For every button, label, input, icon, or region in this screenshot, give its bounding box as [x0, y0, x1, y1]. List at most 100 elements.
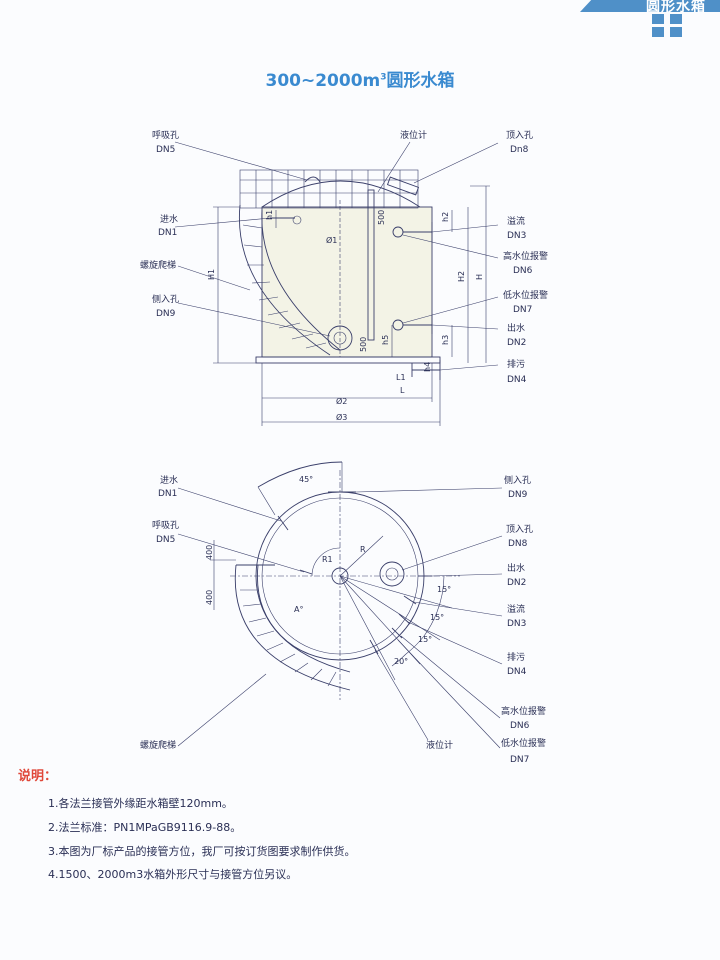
- label-low-alarm-dn: DN7: [513, 305, 532, 315]
- elevation-view: 呼吸孔 DN5 液位计 顶入孔 Dn8 进水 DN1 溢流 DN3 高水位报警 …: [140, 129, 548, 426]
- r1-arc: [311, 547, 341, 577]
- notes-title: 说明：: [18, 769, 58, 784]
- leader-lines: [174, 141, 499, 371]
- corner-block: [670, 27, 682, 37]
- plan-dim-R1: R1: [322, 555, 333, 564]
- dim-H2: H2: [457, 271, 466, 282]
- label-top-access: 顶入孔: [506, 130, 533, 141]
- label-overflow: 溢流: [507, 215, 525, 227]
- plan-label-ladder: 螺旋爬梯: [140, 739, 176, 751]
- corner-block: [652, 14, 664, 24]
- plan-label-overflow-dn: DN3: [507, 619, 526, 629]
- plan-label-side-access: 侧入孔: [504, 474, 531, 486]
- plan-label-drain: 排污: [507, 651, 525, 663]
- label-low-alarm: 低水位报警: [503, 289, 548, 301]
- tank-roof: [261, 180, 421, 208]
- breather-pipe: [304, 176, 321, 183]
- dim-500-top: 500: [377, 210, 386, 225]
- plan-label-overflow: 溢流: [507, 603, 525, 615]
- angle-dimensions: [210, 540, 453, 681]
- plan-label-outlet: 出水: [507, 562, 525, 574]
- plan-label-inlet: 进水: [160, 474, 178, 486]
- plan-dim-45: 45°: [299, 475, 313, 484]
- plan-dim-A: A°: [294, 605, 303, 614]
- title-main: 300~2000m: [265, 71, 381, 91]
- label-drain-dn: DN4: [507, 375, 527, 385]
- plan-dim-20: 20°: [394, 657, 408, 666]
- plan-dim-15b: 15°: [430, 613, 444, 622]
- plan-label-breather-dn: DN5: [156, 535, 175, 545]
- plan-dim-400a: 400: [205, 545, 214, 560]
- tank-body: [261, 206, 433, 358]
- plan-label-high-alarm-dn: DN6: [510, 721, 530, 731]
- plan-label-inlet-dn: DN1: [158, 489, 177, 499]
- label-outlet: 出水: [507, 322, 525, 334]
- note-item: 2.法兰标准：PN1MPaGB9116.9-88。: [48, 821, 242, 834]
- dim-h5: h5: [381, 335, 390, 345]
- dim-H: H: [475, 274, 484, 280]
- label-inlet: 进水: [160, 213, 178, 225]
- header-tab: [580, 0, 720, 12]
- dim-h3: h3: [441, 335, 450, 345]
- plan-label-low-alarm: 低水位报警: [501, 737, 546, 749]
- guardrail: [239, 169, 419, 209]
- note-item: 1.各法兰接管外缘距水箱壁120mm。: [48, 797, 233, 810]
- dim-H1: H1: [207, 269, 216, 280]
- plan-breather-nozzle: [299, 569, 313, 575]
- plan-dim-R: R: [360, 545, 366, 554]
- top-access-hatch: [386, 176, 420, 196]
- plan-label-breather: 呼吸孔: [152, 520, 179, 531]
- plan-top-access: [379, 561, 405, 587]
- level-gauge: [367, 189, 375, 341]
- dim-phi1: Ø1: [326, 235, 337, 245]
- plan-alarm-nozzle: [391, 627, 403, 639]
- note-item: 3.本图为厂标产品的接管方位，我厂可按订货图要求制作供货。: [48, 845, 356, 858]
- guardrail-arc: [257, 461, 343, 488]
- label-side-access-dn: DN9: [156, 309, 176, 319]
- plan-label-side-access-dn: DN9: [508, 490, 528, 500]
- plan-level-gauge-nozzle: [369, 639, 379, 655]
- tank-base: [255, 356, 441, 364]
- header-category: 圆形水箱: [646, 0, 706, 15]
- label-high-alarm: 高水位报警: [503, 250, 548, 262]
- title-suffix: 圆形水箱: [386, 71, 455, 91]
- plan-label-low-alarm-dn: DN7: [510, 755, 529, 765]
- dim-h1-small: h1: [265, 210, 274, 220]
- plan-label-high-alarm: 高水位报警: [501, 705, 546, 717]
- plan-dim-15a: 15°: [437, 585, 451, 594]
- label-breather-dn: DN5: [156, 145, 175, 155]
- dim-phi2: Ø2: [336, 396, 347, 406]
- plan-spiral-ladder: [234, 564, 351, 691]
- plan-dim-15c: 15°: [418, 635, 432, 644]
- spiral-ladder: [238, 204, 341, 356]
- corner-block: [670, 14, 682, 24]
- label-side-access: 侧入孔: [152, 293, 179, 305]
- label-outlet-dn: DN2: [507, 338, 526, 348]
- label-high-alarm-dn: DN6: [513, 266, 533, 276]
- dim-500-bottom: 500: [359, 337, 368, 352]
- plan-drain-nozzle: [398, 613, 411, 625]
- plan-dim-400b: 400: [205, 590, 214, 605]
- corner-block: [652, 27, 664, 37]
- label-inlet-dn: DN1: [158, 228, 177, 238]
- page-title: 300~2000m3圆形水箱: [0, 66, 720, 91]
- plan-label-top-access: 顶入孔: [506, 524, 533, 535]
- plan-label-level-gauge: 液位计: [426, 739, 453, 751]
- dim-h2-small: h2: [441, 212, 450, 222]
- label-top-access-dn: Dn8: [510, 145, 529, 155]
- note-item: 4.1500、2000m3水箱外形尺寸与接管方位另议。: [48, 868, 298, 881]
- plan-view: 进水 DN1 侧入孔 DN9 呼吸孔 DN5 顶入孔 DN8 出水 DN2 溢流…: [140, 461, 546, 765]
- plan-label-outlet-dn: DN2: [507, 578, 526, 588]
- plan-label-drain-dn: DN4: [507, 667, 527, 677]
- plan-leader-lines: [177, 487, 503, 749]
- dim-phi3: Ø3: [336, 412, 347, 422]
- label-breather: 呼吸孔: [152, 130, 179, 141]
- plan-overflow-nozzle: [403, 595, 417, 605]
- plan-inlet-nozzle: [277, 515, 289, 531]
- plan-label-top-access-dn: DN8: [508, 539, 528, 549]
- label-level-gauge: 液位计: [400, 129, 427, 141]
- dim-L1: L1: [396, 373, 406, 382]
- radius-line: [339, 535, 384, 577]
- dim-L: L: [400, 386, 405, 395]
